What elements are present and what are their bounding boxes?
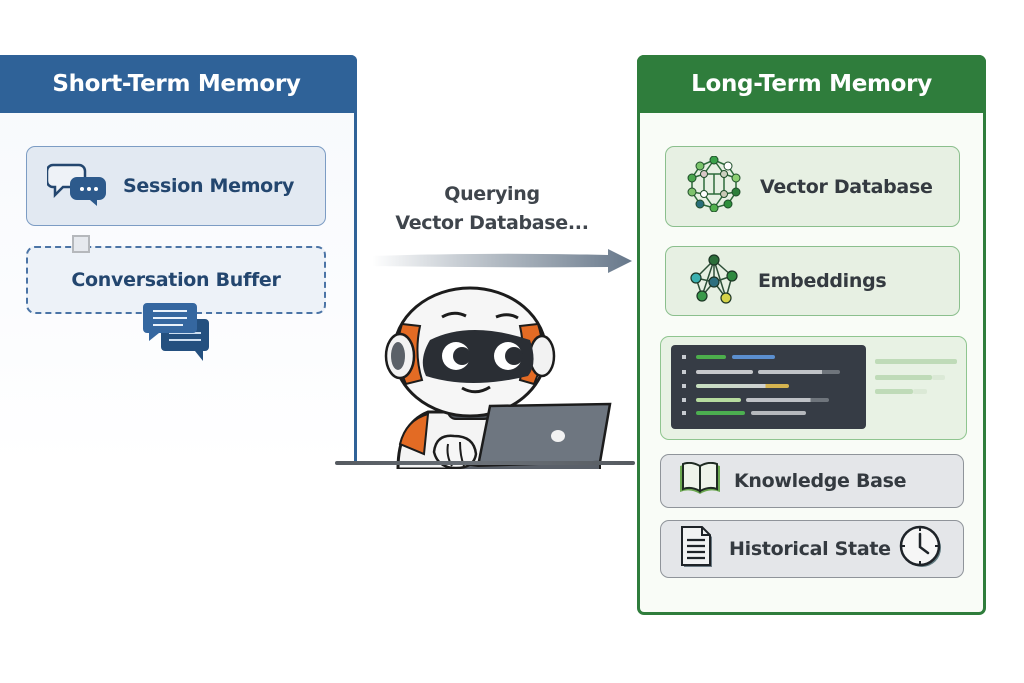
short-term-memory-title: Short-Term Memory xyxy=(0,55,357,113)
code-editor-preview[interactable] xyxy=(660,336,967,440)
query-arrow-icon xyxy=(372,244,634,284)
embeddings-label: Embeddings xyxy=(758,270,887,292)
buffer-checkbox[interactable] xyxy=(72,235,90,253)
message-stack-icon xyxy=(143,303,213,371)
conversation-buffer-label: Conversation Buffer xyxy=(71,269,281,291)
query-status: Querying Vector Database... xyxy=(372,180,612,238)
query-status-line2: Vector Database... xyxy=(395,212,589,234)
embeddings-card[interactable]: Embeddings xyxy=(665,246,960,316)
knowledge-base-label: Knowledge Base xyxy=(734,470,907,492)
session-memory-card[interactable]: Session Memory xyxy=(26,146,326,226)
document-icon xyxy=(679,525,715,574)
open-book-icon xyxy=(678,461,722,501)
query-status-line1: Querying xyxy=(444,183,540,205)
chat-bubbles-icon xyxy=(45,161,109,212)
historical-state-card[interactable]: Historical State xyxy=(660,520,964,578)
code-window xyxy=(671,345,866,429)
conversation-buffer-card[interactable]: Conversation Buffer xyxy=(26,246,326,314)
vector-database-label: Vector Database xyxy=(760,175,933,198)
session-memory-label: Session Memory xyxy=(123,175,295,197)
knowledge-base-card[interactable]: Knowledge Base xyxy=(660,454,964,508)
historical-state-label: Historical State xyxy=(729,538,891,560)
robot-character xyxy=(378,284,618,476)
vector-database-card[interactable]: Vector Database xyxy=(665,146,960,227)
desk-surface xyxy=(335,461,635,465)
vector-graph-icon xyxy=(686,155,742,217)
long-term-memory-title: Long-Term Memory xyxy=(637,55,986,113)
clock-icon xyxy=(899,525,943,574)
network-graph-icon xyxy=(688,253,740,309)
